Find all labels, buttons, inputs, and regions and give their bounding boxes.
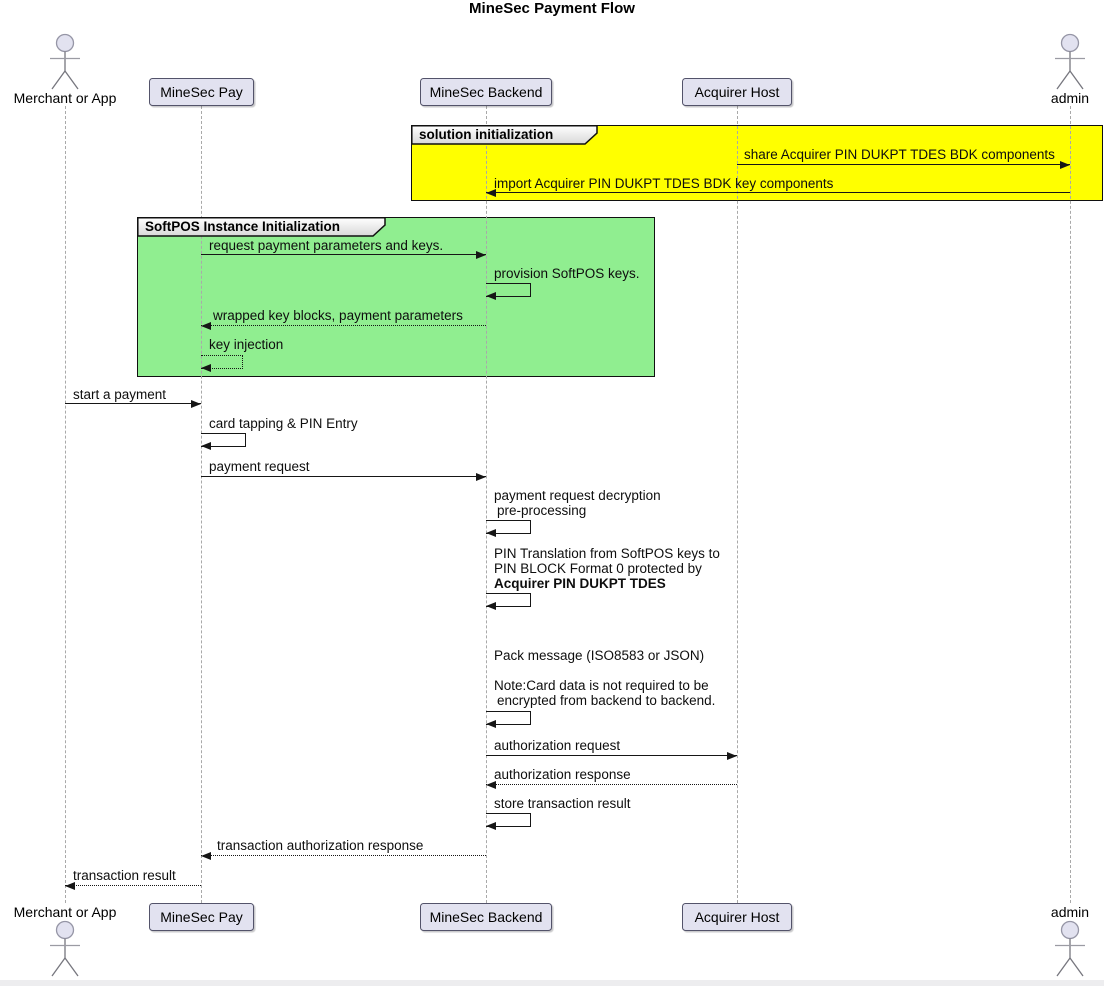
message-line — [201, 254, 486, 255]
group-tab-shape — [137, 217, 386, 237]
participant-box-acquirer-host-bottom: Acquirer Host — [682, 903, 792, 931]
lifeline-minesec-backend — [486, 106, 487, 903]
message-start-payment: start a payment — [73, 387, 167, 402]
message-wrapped-keys: wrapped key blocks, payment parameters — [213, 308, 463, 323]
message-request-params: request payment parameters and keys. — [209, 238, 444, 253]
arrowhead-right-icon — [1060, 161, 1070, 169]
arrowhead-left-icon — [486, 822, 496, 830]
message-auth-response: authorization response — [494, 767, 631, 782]
actor-icon-merchant-bottom — [50, 920, 80, 977]
actor-label-merchant-bottom: Merchant or App — [13, 904, 117, 920]
message-line — [737, 164, 1070, 165]
message-pin-translation-line3: Acquirer PIN DUKPT TDES — [494, 576, 666, 591]
message-pin-translation-line2: PIN BLOCK Format 0 protected by — [494, 561, 702, 576]
message-pack-line1: Pack message (ISO8583 or JSON) — [494, 648, 705, 663]
message-key-injection: key injection — [209, 337, 284, 352]
diagram-title: MineSec Payment Flow — [469, 0, 635, 17]
message-auth-request: authorization request — [494, 738, 621, 753]
arrowhead-right-icon — [476, 251, 486, 259]
actor-icon-admin-bottom — [1055, 920, 1085, 977]
bottom-edge-strip — [0, 980, 1104, 986]
actor-icon-merchant-top — [50, 33, 80, 90]
message-provision-keys: provision SoftPOS keys. — [494, 266, 640, 281]
lifeline-acquirer-host — [737, 106, 738, 903]
message-pack-line2: Note:Card data is not required to be — [494, 678, 709, 693]
arrowhead-right-icon — [191, 400, 201, 408]
arrowhead-left-icon — [201, 364, 211, 372]
self-message-arrow — [486, 520, 531, 534]
actor-label-merchant-top: Merchant or App — [13, 90, 117, 106]
participant-box-minesec-backend-bottom: MineSec Backend — [420, 903, 552, 931]
message-pack-line3: encrypted from backend to backend. — [497, 693, 716, 708]
arrowhead-right-icon — [727, 752, 737, 760]
lifeline-admin — [1070, 106, 1071, 903]
arrowhead-left-icon — [65, 882, 75, 890]
self-message-arrow — [486, 813, 531, 827]
message-pin-translation-line1: PIN Translation from SoftPOS keys to — [494, 546, 720, 561]
actor-label-admin-bottom: admin — [1050, 904, 1090, 920]
message-line-dotted — [65, 885, 201, 886]
group-label-solution: solution initialization — [411, 125, 599, 145]
message-line-dotted — [201, 855, 486, 856]
arrowhead-left-icon — [486, 781, 496, 789]
message-line-dotted — [201, 325, 486, 326]
participant-box-acquirer-host-top: Acquirer Host — [682, 78, 792, 106]
arrowhead-left-icon — [486, 720, 496, 728]
message-decryption-line2: pre-processing — [497, 503, 587, 518]
group-tab-shape — [411, 125, 598, 145]
message-txn-result: transaction result — [73, 868, 176, 883]
participant-box-minesec-pay-bottom: MineSec Pay — [149, 903, 254, 931]
message-line — [486, 192, 1070, 193]
arrowhead-left-icon — [486, 529, 496, 537]
message-line — [486, 755, 737, 756]
arrowhead-left-icon — [201, 442, 211, 450]
self-message-arrow — [486, 711, 531, 725]
group-softpos-initialization — [137, 217, 655, 377]
arrowhead-left-icon — [201, 322, 211, 330]
self-message-arrow — [201, 433, 246, 447]
lifeline-minesec-pay — [201, 106, 202, 903]
message-payment-request: payment request — [209, 459, 310, 474]
arrowhead-left-icon — [486, 602, 496, 610]
lifeline-merchant — [65, 106, 66, 903]
message-share-bdk: share Acquirer PIN DUKPT TDES BDK compon… — [744, 147, 1055, 162]
arrowhead-right-icon — [476, 473, 486, 481]
message-card-tapping: card tapping & PIN Entry — [209, 416, 358, 431]
participant-box-minesec-backend-top: MineSec Backend — [420, 78, 552, 106]
message-store-result: store transaction result — [494, 796, 631, 811]
message-decryption-line1: payment request decryption — [494, 488, 661, 503]
message-line — [201, 476, 486, 477]
message-txn-auth-response: transaction authorization response — [217, 838, 424, 853]
participant-box-minesec-pay-top: MineSec Pay — [149, 78, 254, 106]
self-message-arrow-dotted — [201, 355, 243, 369]
arrowhead-left-icon — [486, 189, 496, 197]
message-line — [65, 403, 201, 404]
message-line-dotted — [486, 784, 737, 785]
actor-label-admin-top: admin — [1050, 90, 1090, 106]
self-message-arrow — [486, 593, 531, 607]
arrowhead-left-icon — [201, 852, 211, 860]
group-label-softpos: SoftPOS Instance Initialization — [137, 217, 387, 237]
actor-icon-admin-top — [1055, 33, 1085, 90]
arrowhead-left-icon — [486, 292, 496, 300]
self-message-arrow — [486, 283, 531, 297]
message-import-bdk: import Acquirer PIN DUKPT TDES BDK key c… — [494, 176, 834, 191]
